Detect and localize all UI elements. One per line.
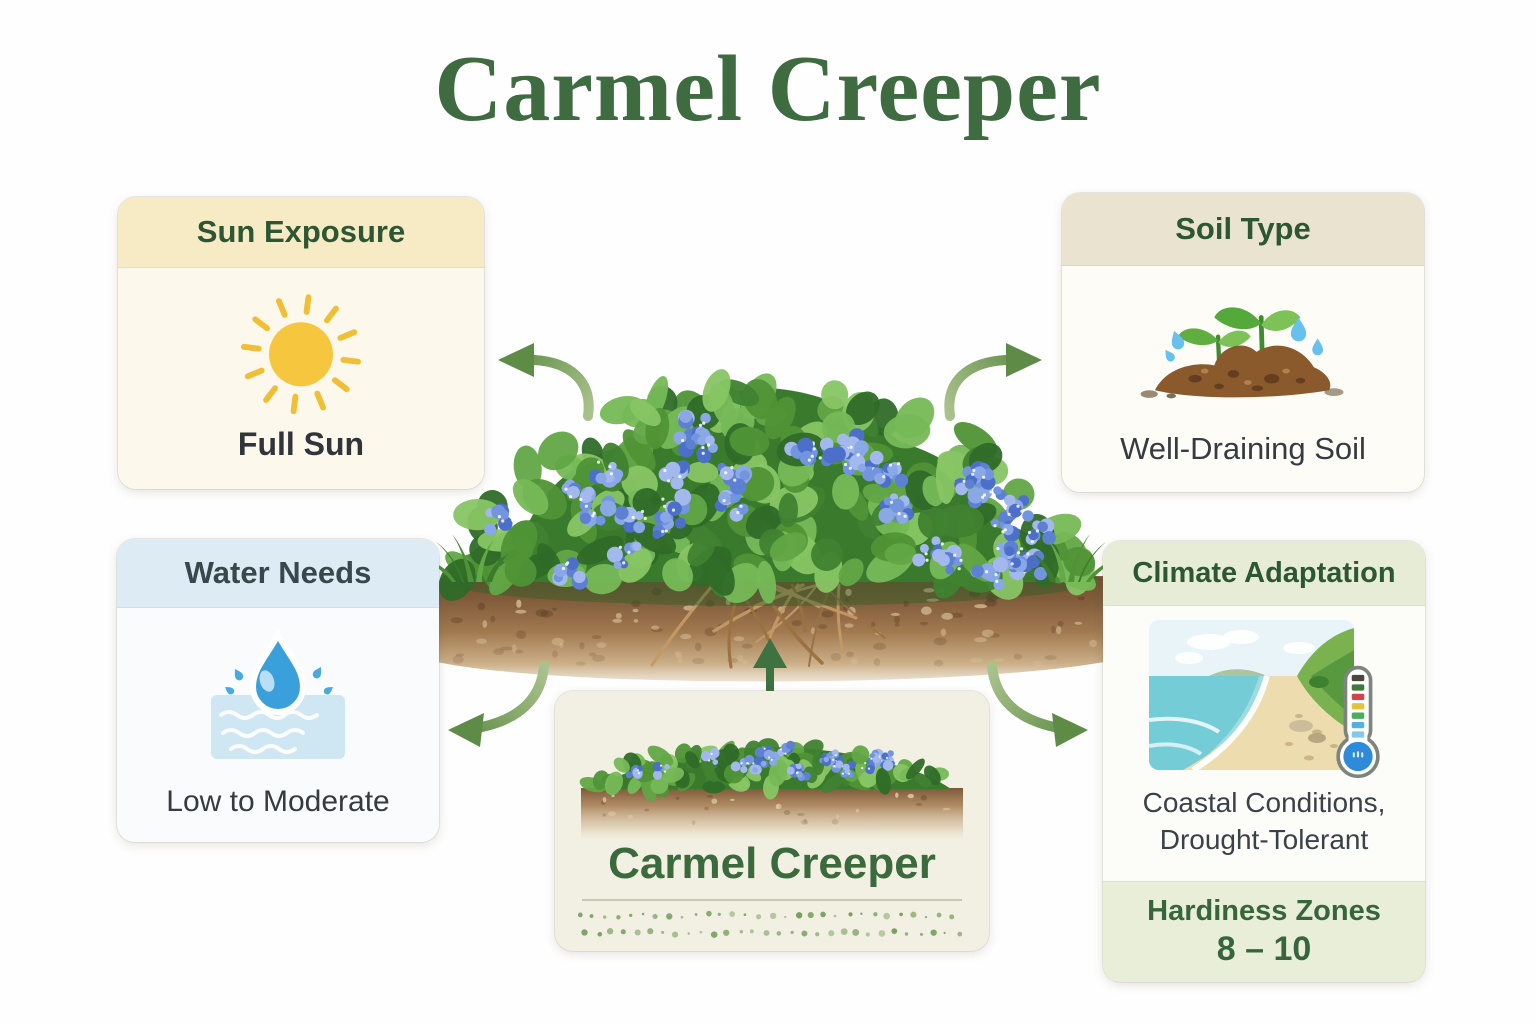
water-drop-icon [211, 629, 345, 760]
hardiness-zones-label: Hardiness Zones [1147, 895, 1381, 927]
hardiness-zones-value: 8 – 10 [1216, 930, 1312, 968]
sun-icon [241, 294, 361, 414]
climate-value-line2: Drought-Tolerant [1159, 824, 1369, 855]
soil-card-header: Soil Type [1062, 193, 1424, 266]
sun-exposure-card: Sun Exposure Full Sun [118, 197, 484, 489]
soil-type-card: Soil Type [1062, 193, 1424, 492]
groundcover-strip-illustration [579, 738, 963, 840]
climate-card-header: Climate Adaptation [1103, 541, 1425, 606]
coastline-icon [1149, 620, 1354, 770]
soil-type-value: Well-Draining Soil [1120, 430, 1366, 466]
sun-exposure-value: Full Sun [237, 426, 365, 462]
plant-name-card: Carmel Creeper [555, 691, 989, 951]
strip-soil-pebbles [595, 792, 951, 827]
strip-flower-clusters [625, 740, 895, 782]
arrow-to-climate-card [987, 661, 1088, 747]
sun-card-header: Sun Exposure [118, 197, 484, 268]
water-card-header: Water Needs [117, 539, 439, 608]
climate-value-line1: Coastal Conditions, [1142, 787, 1386, 818]
water-drops [1165, 317, 1324, 362]
soil-sprouts-icon [1140, 307, 1344, 399]
climate-adaptation-card: Climate Adaptation [1103, 541, 1425, 982]
shrub-illustration [428, 369, 1114, 606]
water-needs-value: Low to Moderate [166, 784, 390, 818]
page-title: Carmel Creeper [434, 37, 1102, 141]
arrow-to-water-card [448, 661, 549, 747]
arrow-to-soil-card [944, 343, 1042, 421]
hardiness-zones-footer: Hardiness Zones 8 – 10 [1103, 881, 1425, 982]
thermometer-icon [1336, 665, 1380, 779]
water-needs-card: Water Needs Low to Moderate [117, 539, 439, 842]
arrow-to-sun-card [498, 343, 594, 421]
plant-name-label: Carmel Creeper [608, 839, 936, 888]
divider-line [582, 899, 962, 901]
blue-flower-clusters [484, 409, 1056, 591]
dotted-pattern [577, 910, 963, 938]
